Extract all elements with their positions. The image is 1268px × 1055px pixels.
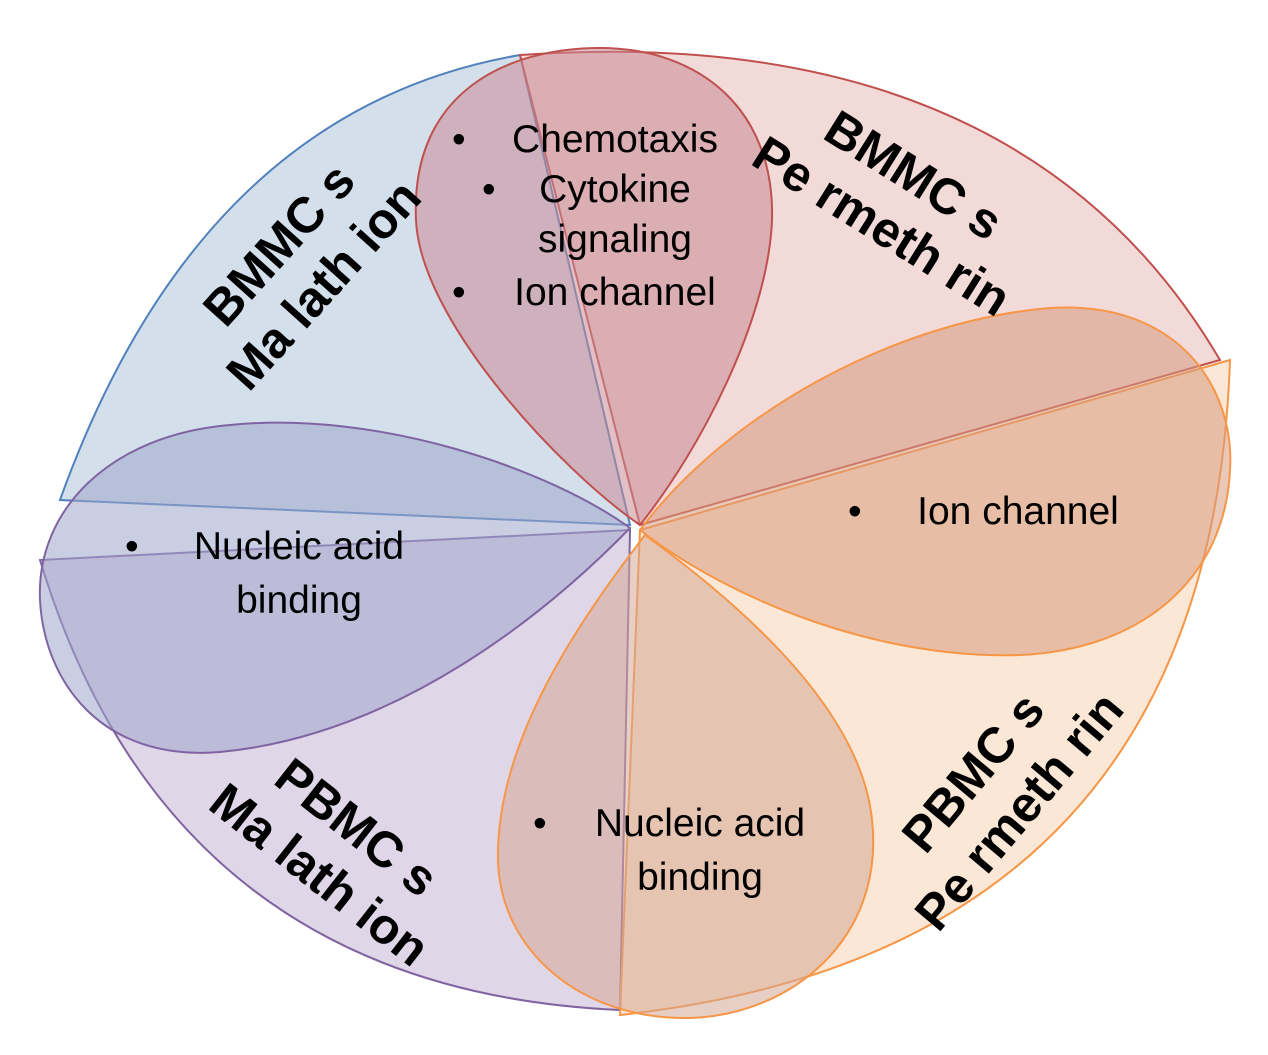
petal-bottom-list: • Nucleic acid binding [533, 802, 805, 899]
bullet: • [482, 168, 496, 211]
list-item-cont: binding [637, 856, 763, 899]
petal-right-list: • Ion channel [848, 490, 1119, 533]
list-item: Nucleic acid [595, 802, 805, 845]
petal-right [638, 306, 1232, 657]
petal-top [414, 46, 774, 527]
petal-left-list: • Nucleic acid binding [125, 525, 404, 622]
bullet: • [848, 490, 862, 533]
list-item: Nucleic acid [194, 525, 404, 568]
list-item: Chemotaxis [512, 118, 718, 161]
petal-bottom [496, 533, 875, 1020]
list-item-cont: binding [236, 579, 362, 622]
list-item: Cytokine [539, 168, 691, 211]
bullet: • [125, 525, 139, 568]
list-item: Ion channel [514, 271, 716, 314]
bullet: • [533, 802, 547, 845]
bullet: • [452, 118, 466, 161]
list-item-cont: signaling [538, 218, 692, 261]
petal-left [38, 421, 632, 754]
petal-top-list: • Chemotaxis • Cytokine signaling • Ion … [452, 118, 718, 314]
bullet: • [452, 271, 466, 314]
list-item: Ion channel [917, 490, 1119, 533]
